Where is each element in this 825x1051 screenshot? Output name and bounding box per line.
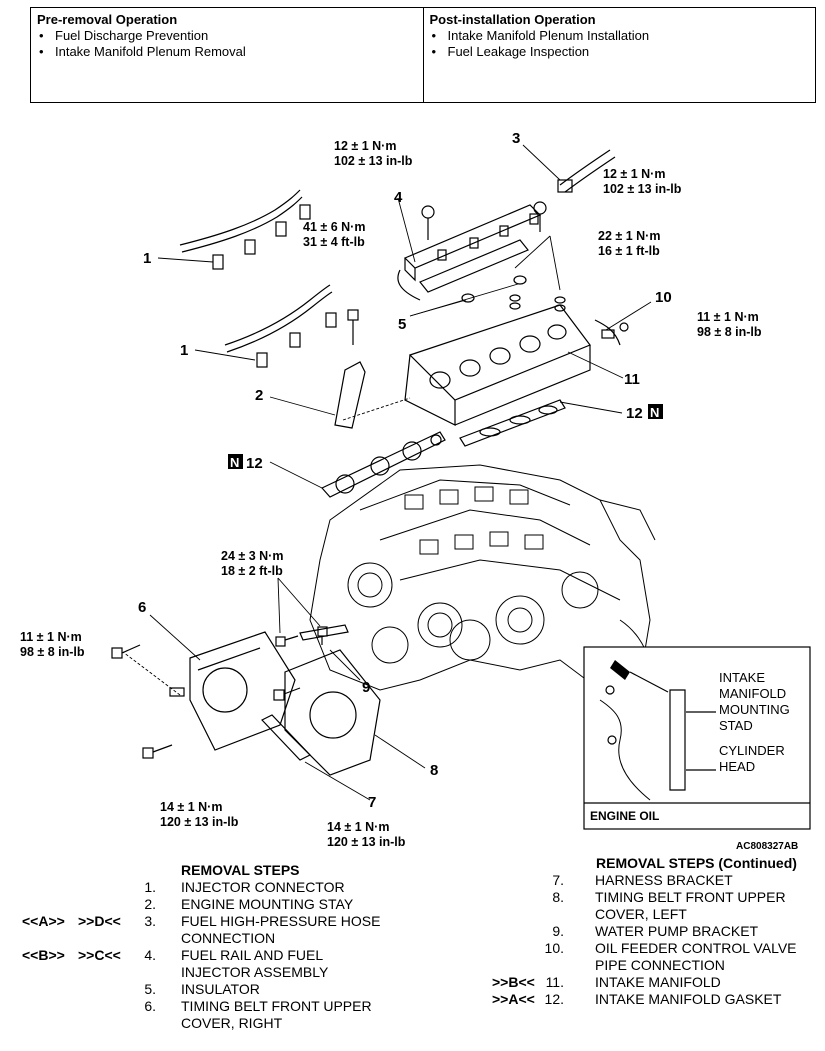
removal-step: PIPE CONNECTION [595, 957, 725, 973]
callout-9: 9 [362, 679, 370, 696]
fuel-high-pressure-hose [557, 149, 616, 193]
torque-spec: 31 ± 4 ft-lb [303, 235, 365, 249]
torque-spec: 12 ± 1 N·m [334, 139, 396, 153]
insulators [461, 275, 566, 312]
removal-step: <<B>>>>C<<4.FUEL RAIL AND FUEL [22, 947, 324, 963]
fuel-rail [397, 201, 547, 301]
torque-spec: 120 ± 13 in-lb [160, 815, 239, 829]
water-pump-bracket [299, 624, 349, 641]
callout-12: 12 [626, 405, 643, 422]
inset-label: MANIFOLD [719, 686, 786, 701]
torque-spec: 98 ± 8 in-lb [20, 645, 85, 659]
timing-belt-cover-right [169, 631, 296, 751]
removal-steps-title: REMOVAL STEPS [181, 862, 300, 878]
injector-harness-lower [224, 284, 337, 368]
post-installation-item: Fuel Leakage Inspection [430, 44, 810, 60]
removal-step: 7.HARNESS BRACKET [552, 872, 733, 888]
inset-footer: ENGINE OIL [590, 809, 659, 823]
torque-spec: 24 ± 3 N·m [221, 549, 283, 563]
callout-1: 1 [143, 250, 151, 267]
removal-step: 6.TIMING BELT FRONT UPPER [144, 998, 372, 1014]
inset-label: CYLINDER [719, 743, 785, 758]
removal-step: 2.ENGINE MOUNTING STAY [144, 896, 354, 912]
removal-step: 9.WATER PUMP BRACKET [552, 923, 759, 939]
torque-spec: 98 ± 8 in-lb [697, 325, 762, 339]
callout-8: 8 [430, 762, 438, 779]
callout-6: 6 [138, 599, 146, 616]
post-installation-column: Post-installation Operation Intake Manif… [422, 8, 816, 102]
new-part-mark-label: N [650, 405, 659, 420]
injector-harness-upper [179, 189, 311, 270]
torque-spec: 18 ± 2 ft-lb [221, 564, 283, 578]
callout-3: 3 [512, 130, 520, 147]
torque-spec: 11 ± 1 N·m [697, 310, 759, 324]
intake-manifold-gasket-right [459, 399, 566, 447]
removal-step: 8.TIMING BELT FRONT UPPER [552, 889, 786, 905]
engine-block [309, 464, 656, 701]
removal-steps-list: 1.INJECTOR CONNECTOR 2.ENGINE MOUNTING S… [0, 879, 420, 1032]
removal-step: 1.INJECTOR CONNECTOR [144, 879, 345, 895]
callout-5: 5 [398, 316, 406, 333]
torque-spec: 102 ± 13 in-lb [334, 154, 413, 168]
pre-removal-item: Intake Manifold Plenum Removal [37, 44, 417, 60]
callout-12: 12 [246, 455, 263, 472]
torque-spec: 12 ± 1 N·m [603, 167, 665, 181]
inset-label: HEAD [719, 759, 755, 774]
figure-code: AC808327AB [736, 841, 798, 852]
engine-mounting-stay [334, 309, 366, 429]
torque-spec: 102 ± 13 in-lb [603, 182, 682, 196]
callout-1: 1 [180, 342, 188, 359]
exploded-view-diagram: 1 1 2 3 4 5 6 7 8 9 10 11 12 N N 12 12 ±… [20, 130, 811, 852]
callout-2: 2 [255, 387, 263, 404]
torque-spec: 41 ± 6 N·m [303, 220, 365, 234]
removal-step: 5.INSULATOR [144, 981, 260, 997]
torque-spec: 120 ± 13 in-lb [327, 835, 406, 849]
removal-step: <<A>>>>D<<3.FUEL HIGH-PRESSURE HOSE [22, 913, 381, 929]
inset-detail: INTAKE MANIFOLD MOUNTING STAD CYLINDER H… [583, 646, 811, 830]
torque-spec: 14 ± 1 N·m [160, 800, 222, 814]
torque-spec: 11 ± 1 N·m [20, 630, 82, 644]
harness-bracket [261, 714, 311, 761]
inset-label: INTAKE [719, 670, 765, 685]
operation-table: Pre-removal Operation Fuel Discharge Pre… [30, 7, 816, 103]
leader-lines [122, 144, 652, 801]
intake-manifold [404, 304, 591, 426]
new-part-mark-label: N [230, 455, 239, 470]
pre-removal-title: Pre-removal Operation [37, 12, 178, 27]
inset-label: MOUNTING [719, 702, 790, 717]
new-part-mark [648, 404, 663, 419]
callout-7: 7 [368, 794, 376, 811]
removal-steps-continued-list: 7.HARNESS BRACKET 8.TIMING BELT FRONT UP… [480, 872, 825, 1008]
oil-feeder-pipe [594, 319, 629, 346]
removal-step: INJECTOR ASSEMBLY [181, 964, 329, 980]
intake-manifold-gasket-left [321, 431, 446, 498]
callout-11: 11 [624, 371, 640, 388]
callout-4: 4 [394, 189, 403, 206]
new-part-mark [228, 454, 243, 469]
post-installation-item: Intake Manifold Plenum Installation [430, 28, 810, 44]
removal-step: >>B<<11.INTAKE MANIFOLD [492, 974, 721, 990]
removal-step: >>A<<12.INTAKE MANIFOLD GASKET [492, 991, 782, 1007]
timing-belt-cover-left [284, 649, 381, 776]
torque-spec: 22 ± 1 N·m [598, 229, 660, 243]
pre-removal-item: Fuel Discharge Prevention [37, 28, 417, 44]
callout-10: 10 [655, 289, 672, 306]
post-installation-title: Post-installation Operation [429, 12, 596, 27]
removal-step: COVER, LEFT [595, 906, 687, 922]
torque-spec: 16 ± 1 ft-lb [598, 244, 660, 258]
removal-step: CONNECTION [181, 930, 276, 946]
removal-steps-continued-title: REMOVAL STEPS (Continued) [596, 855, 797, 871]
removal-step: COVER, RIGHT [181, 1015, 283, 1031]
pre-removal-column: Pre-removal Operation Fuel Discharge Pre… [31, 8, 423, 102]
removal-step: 10.OIL FEEDER CONTROL VALVE [544, 940, 797, 956]
inset-label: STAD [719, 718, 753, 733]
bolts [111, 626, 328, 759]
torque-spec: 14 ± 1 N·m [327, 820, 389, 834]
